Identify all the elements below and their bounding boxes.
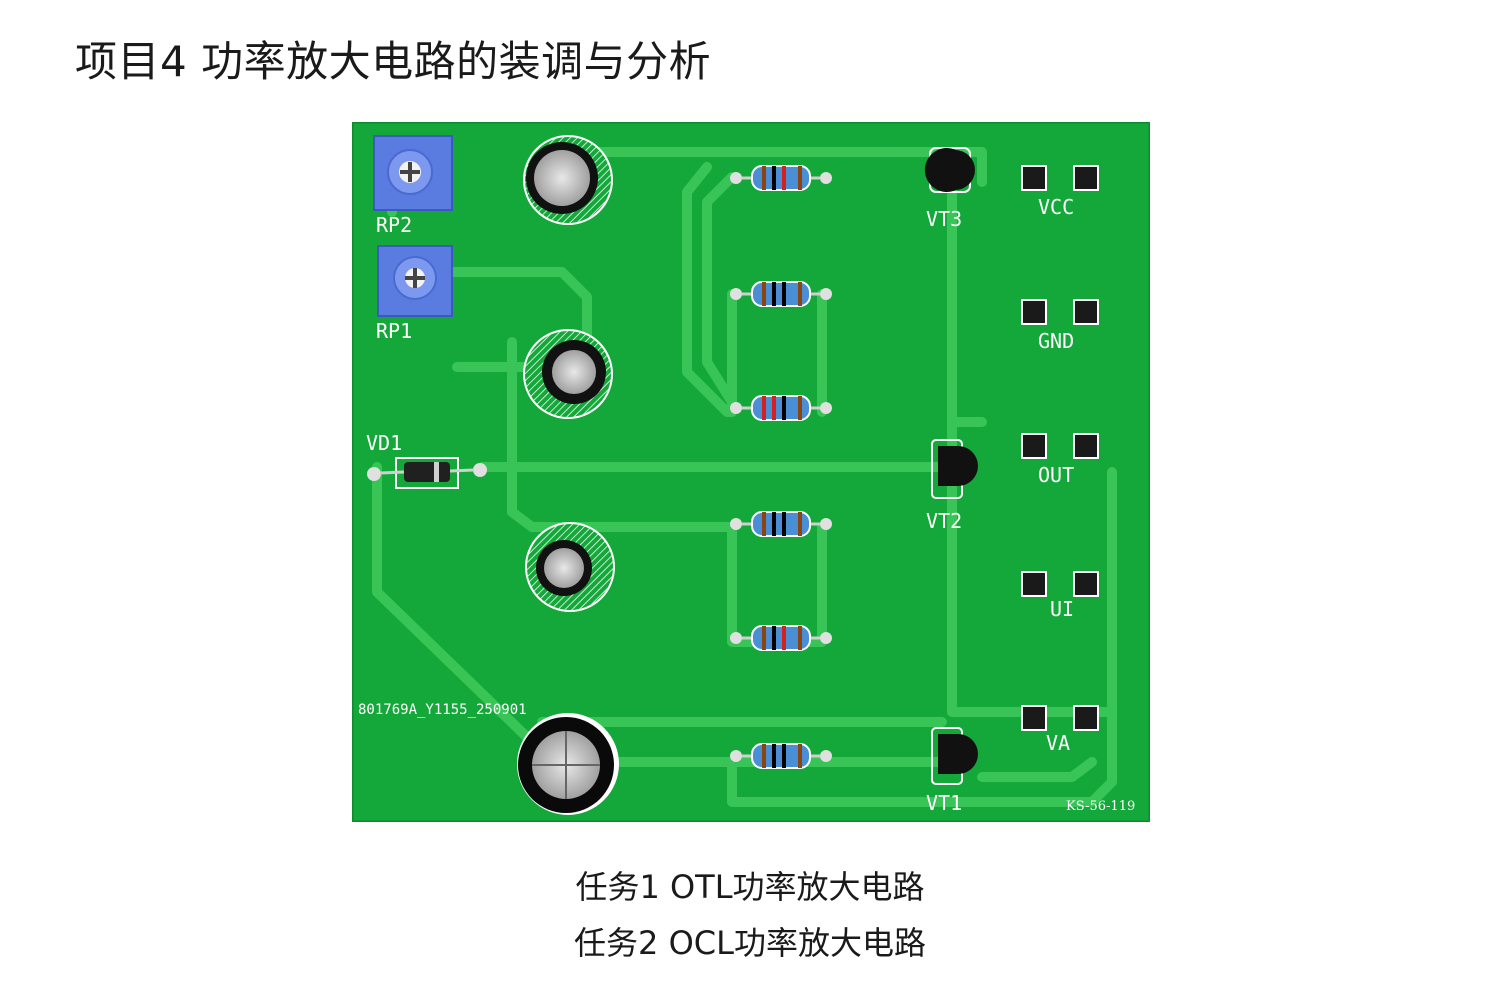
label-vt3: VT3 <box>926 207 962 231</box>
caption-task-2: 任务2 OCL功率放大电路 <box>574 924 926 962</box>
label-vt2: VT2 <box>926 509 962 533</box>
label-va: VA <box>1046 731 1070 755</box>
pcb-photo: RP2 RP1 <box>352 122 1150 822</box>
page-title: 项目4 功率放大电路的装调与分析 <box>75 37 712 86</box>
resistor-r3 <box>730 395 832 421</box>
resistor-r4 <box>730 511 832 537</box>
terminal-ui <box>1021 571 1099 597</box>
potentiometer-rp2 <box>373 135 453 211</box>
diode-vd1 <box>367 457 487 489</box>
transistor-vt1 <box>931 727 978 785</box>
capacitor-c1 <box>523 135 613 225</box>
terminal-out <box>1021 433 1099 459</box>
label-vcc: VCC <box>1038 195 1074 219</box>
terminal-va <box>1021 705 1099 731</box>
label-vt1: VT1 <box>926 791 962 815</box>
label-ui: UI <box>1050 597 1074 621</box>
label-gnd: GND <box>1038 329 1074 353</box>
label-vd1: VD1 <box>366 431 402 455</box>
terminal-vcc <box>1021 165 1099 191</box>
transistor-vt3 <box>924 147 975 193</box>
terminal-gnd <box>1021 299 1099 325</box>
capacitor-c4 <box>517 713 619 815</box>
label-out: OUT <box>1038 463 1074 487</box>
resistor-r6 <box>730 743 832 769</box>
resistor-r5 <box>730 625 832 651</box>
label-rp2: RP2 <box>376 213 412 237</box>
potentiometer-rp1 <box>377 245 453 317</box>
label-serial: 801769A_Y1155_250901 <box>358 702 527 718</box>
capacitor-c2 <box>523 329 613 419</box>
caption-task-1: 任务1 OTL功率放大电路 <box>575 868 925 906</box>
resistor-r1 <box>730 165 832 191</box>
label-model: KS-56-119 <box>1066 799 1135 814</box>
capacitor-c3 <box>525 522 615 612</box>
label-rp1: RP1 <box>376 319 412 343</box>
resistor-r2 <box>730 281 832 307</box>
resistor-group <box>730 165 832 769</box>
transistor-vt2 <box>931 439 978 499</box>
